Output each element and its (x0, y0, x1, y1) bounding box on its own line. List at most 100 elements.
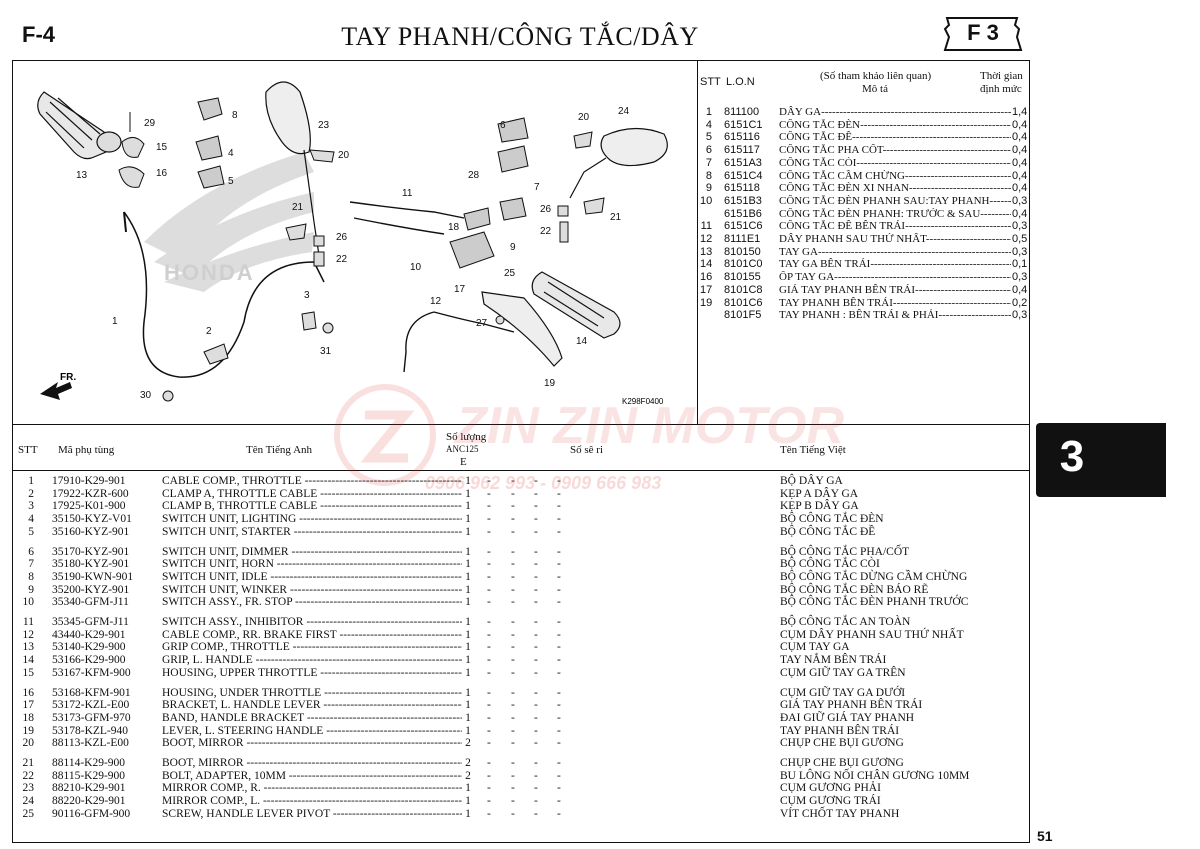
parts-cell-dash: - (487, 628, 491, 641)
ref-col-time-2: định mức (980, 83, 1022, 95)
parts-cell-vn: CỤM GƯƠNG PHẢI (780, 782, 881, 795)
parts-cell-vn: KẸP A DÂY GA (780, 487, 859, 500)
parts-cell-en: SCREW, HANDLE LEVER PIVOT (162, 808, 462, 821)
ref-cell-lon: 810155 (724, 271, 761, 284)
parts-cell-dash: - (557, 641, 561, 654)
callout: 16 (156, 168, 168, 179)
ref-cell-time: 0,4 (1012, 156, 1028, 169)
parts-cell-dash: - (557, 487, 561, 500)
callout: 26 (540, 204, 552, 215)
ref-col-lon: L.O.N (726, 76, 755, 88)
parts-cell-en: HOUSING, UPPER THROTTLE (162, 667, 462, 680)
ref-cell-no: 16 (700, 271, 713, 284)
ref-cell-no: 6 (705, 144, 712, 157)
parts-cell-en: SWITCH UNIT, DIMMER (162, 546, 462, 559)
parts-cell-qty: 1 (465, 711, 471, 724)
parts-cell-pn: 35340-GFM-J11 (52, 596, 129, 609)
parts-cell-en: BOOT, MIRROR (162, 757, 462, 770)
ref-cell-lon: 811100 (724, 106, 760, 118)
parts-cell-no: 20 (22, 737, 35, 750)
ref-cell-desc: CÔNG TẮC ĐỀ BÊN TRÁI (779, 220, 1011, 233)
parts-cell-dash: - (487, 795, 491, 808)
ref-cell-no: 7 (705, 156, 712, 169)
parts-cell-dash: - (557, 513, 561, 526)
parts-cell-no: 4 (28, 513, 34, 526)
parts-cell-vn: BỘ CÔNG TẮC ĐÈN PHANH TRƯỚC (780, 596, 969, 609)
parts-cell-qty: 1 (465, 666, 471, 679)
parts-cell-dash: - (487, 570, 491, 583)
parts-cell-dash: - (534, 500, 538, 513)
parts-cell-dash: - (557, 596, 561, 609)
parts-cell-vn: CỤM TAY GA (780, 641, 850, 654)
callout: 15 (156, 142, 168, 153)
parts-cell-qty: 1 (465, 487, 471, 500)
parts-cell-dash: - (557, 795, 561, 808)
ref-cell-no: 1 (705, 106, 712, 118)
parts-cell-en: MIRROR COMP., L. (162, 795, 462, 808)
parts-cell-en: MIRROR COMP., R. (162, 782, 462, 795)
parts-cell-dash: - (487, 737, 491, 750)
ref-cell-time: 0,2 (1012, 296, 1028, 309)
parts-col-vietnamese: Tên Tiếng Việt (780, 444, 846, 456)
ref-cell-lon: 615116 (724, 131, 760, 144)
parts-cell-pn: 88220-K29-901 (52, 795, 126, 808)
parts-cell-dash: - (487, 769, 491, 782)
ref-cell-time: 0,1 (1012, 258, 1028, 271)
ref-cell-desc: CÔNG TẮC ĐÈN PHANH: TRƯỚC & SAU (779, 208, 1011, 221)
callout: 28 (468, 170, 480, 181)
callout: 19 (544, 378, 556, 389)
parts-cell-no: 7 (28, 558, 34, 571)
ref-cell-lon: 6151A3 (724, 156, 762, 169)
parts-cell-dash: - (487, 487, 491, 500)
ref-cell-desc: CÔNG TẮC ĐỀ (779, 131, 1011, 144)
parts-cell-pn: 88210-K29-901 (52, 782, 126, 795)
parts-cell-no: 6 (28, 545, 34, 558)
parts-cell-vn: BỘ DÂY GA (780, 475, 843, 487)
page-code: F-4 (22, 22, 55, 47)
front-direction-label: FR. (60, 372, 76, 383)
parts-cell-vn: VÍT CHỐT TAY PHANH (780, 807, 900, 820)
svg-text:HONDA: HONDA (164, 260, 255, 285)
parts-cell-en: CLAMP A, THROTTLE CABLE (162, 488, 462, 501)
parts-cell-dash: - (511, 525, 515, 538)
parts-cell-dash: - (534, 616, 538, 628)
parts-cell-pn: 53140-K29-900 (52, 641, 126, 654)
ref-cell-desc: DÂY GA (779, 106, 1011, 119)
parts-cell-dash: - (534, 628, 538, 641)
parts-cell-dash: - (487, 699, 491, 712)
parts-cell-dash: - (511, 583, 515, 596)
throttle-grip (37, 91, 122, 160)
parts-cell-qty: 1 (465, 596, 471, 609)
callout: 21 (610, 212, 622, 223)
ref-cell-desc: TAY GA BÊN TRÁI (779, 258, 1011, 271)
parts-cell-dash: - (511, 686, 515, 699)
parts-cell-en: SWITCH ASSY., FR. STOP (162, 596, 462, 609)
ref-cell-desc: ỐP TAY GA (779, 271, 1011, 284)
callout: 17 (454, 284, 466, 295)
parts-cell-en: GRIP COMP., THROTTLE (162, 641, 462, 654)
parts-cell-dash: - (557, 628, 561, 641)
parts-cell-dash: - (557, 654, 561, 667)
parts-cell-dash: - (487, 757, 491, 769)
switch-blocks (195, 97, 225, 189)
parts-cell-pn: 53172-KZL-E00 (52, 699, 130, 712)
parts-cell-dash: - (511, 558, 515, 571)
parts-cell-en: SWITCH ASSY., INHIBITOR (162, 616, 462, 629)
mirror-left (569, 127, 668, 199)
parts-cell-dash: - (511, 757, 515, 769)
parts-cell-qty: 1 (465, 686, 471, 699)
diagram-code: K298F0400 (622, 397, 664, 406)
parts-col-qty-1: Số lượng (446, 431, 487, 443)
parts-cell-pn: 88113-KZL-E00 (52, 737, 129, 750)
parts-cell-pn: 53173-GFM-970 (52, 711, 131, 724)
throttle-cable (123, 211, 325, 378)
